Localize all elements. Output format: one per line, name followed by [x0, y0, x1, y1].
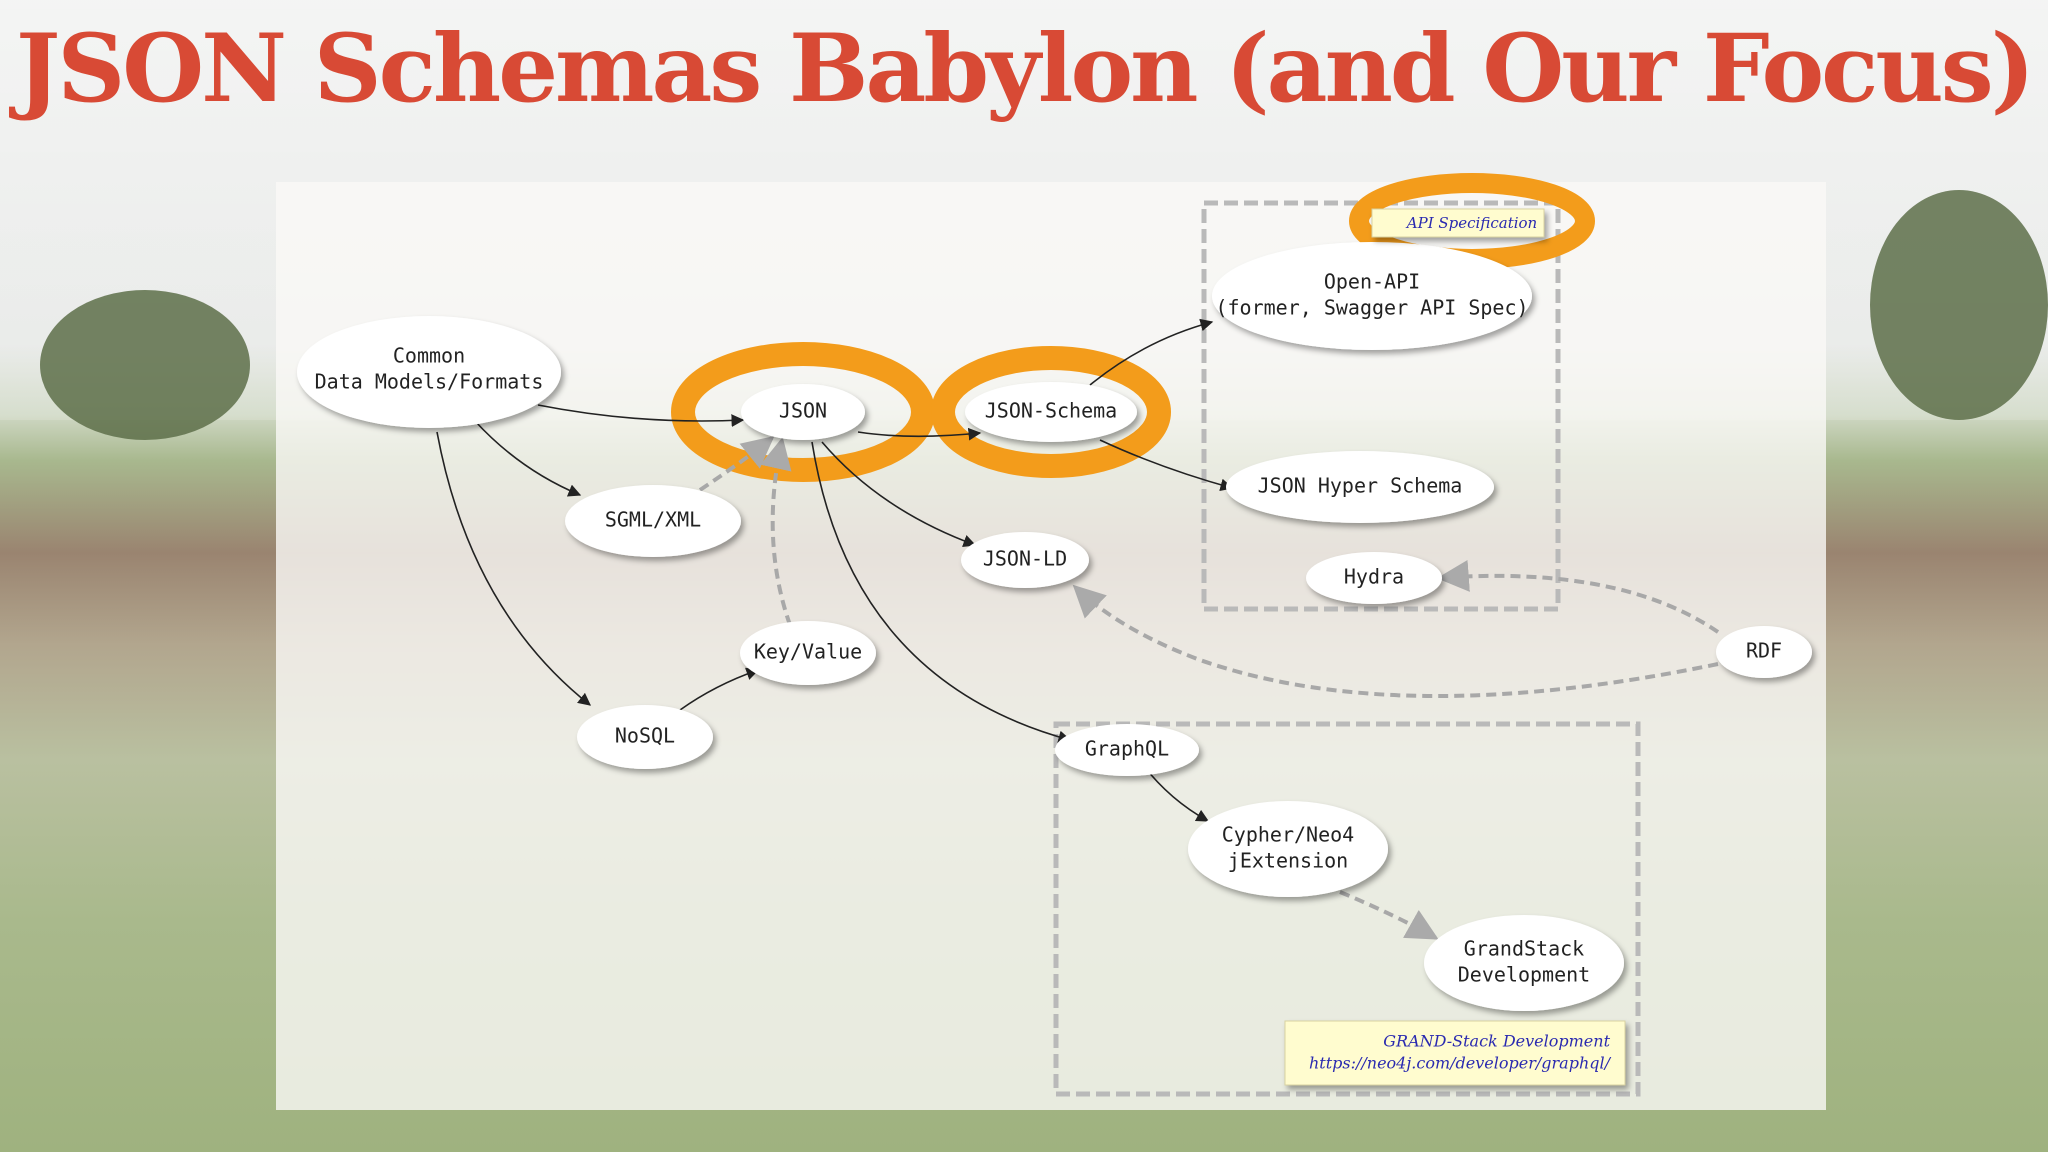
- node-key-value: Key/Value: [740, 621, 876, 685]
- node-json-hyper-schema-label: JSON Hyper Schema: [1258, 474, 1463, 498]
- node-common-label-line1: Common: [393, 344, 465, 368]
- node-rdf: RDF: [1716, 626, 1812, 678]
- node-grandstack-label-line2: Development: [1458, 963, 1590, 987]
- node-sgml-xml-label: SGML/XML: [605, 508, 701, 532]
- background-tree-right: [1870, 190, 2048, 420]
- node-rdf-label: RDF: [1746, 639, 1782, 663]
- node-graphql: GraphQL: [1055, 724, 1199, 776]
- background-tree-left: [40, 290, 250, 440]
- node-common: Common Data Models/Formats: [297, 316, 561, 428]
- edge-rdf-hydra: [1436, 559, 1720, 634]
- edges: [436, 318, 1234, 822]
- api-spec-note-text: API Specification: [1405, 214, 1537, 232]
- node-graphql-label: GraphQL: [1085, 737, 1169, 761]
- json-highlight-ring: [671, 342, 935, 482]
- node-json-ld: JSON-LD: [961, 532, 1089, 588]
- node-cypher-label-line2: jExtension: [1228, 849, 1348, 873]
- node-hydra: Hydra: [1306, 552, 1442, 604]
- edge-jsonschema-hyper: [1099, 439, 1234, 492]
- grand-stack-note-title: GRAND-Stack Development: [1383, 1032, 1610, 1051]
- node-key-value-label: Key/Value: [754, 640, 862, 664]
- node-json-hyper-schema: JSON Hyper Schema: [1226, 451, 1494, 523]
- node-open-api-label-line2: (former, Swagger API Spec): [1215, 296, 1528, 320]
- node-grandstack: GrandStack Development: [1424, 915, 1624, 1011]
- node-json-label: JSON: [779, 399, 827, 423]
- node-common-label-line2: Data Models/Formats: [315, 370, 544, 394]
- node-json-ld-label: JSON-LD: [983, 547, 1067, 571]
- json-schema-highlight-ring: [931, 346, 1171, 478]
- node-open-api-label-line1: Open-API: [1324, 270, 1420, 294]
- edge-common-sgml: [474, 420, 582, 497]
- grand-stack-note-url: https://neo4j.com/developer/graphql/: [1309, 1054, 1612, 1073]
- edge-cypher-grandstack: [1339, 890, 1439, 940]
- edge-nosql-keyvalue: [679, 667, 760, 711]
- grand-stack-note: GRAND-Stack Development https://neo4j.co…: [1284, 1020, 1626, 1086]
- edge-common-json: [537, 404, 745, 427]
- node-json: JSON: [741, 384, 865, 440]
- node-sgml-xml: SGML/XML: [565, 485, 741, 557]
- edge-jsonschema-openapi: [1089, 318, 1214, 386]
- api-spec-note: API Specification: [1371, 208, 1545, 238]
- edge-keyvalue-json: [760, 436, 792, 626]
- edge-rdf-jsonld: [1072, 584, 1719, 698]
- node-nosql: NoSQL: [577, 705, 713, 769]
- graph-group-box: [1053, 721, 1641, 1097]
- node-open-api: Open-API (former, Swagger API Spec): [1212, 242, 1532, 350]
- node-json-schema-label: JSON-Schema: [985, 399, 1117, 423]
- dashed-edges: [698, 435, 1720, 940]
- node-hydra-label: Hydra: [1344, 565, 1404, 589]
- edge-json-jsonschema: [857, 427, 982, 441]
- edge-json-graphql: [811, 441, 1072, 744]
- node-json-schema: JSON-Schema: [965, 382, 1137, 442]
- node-cypher: Cypher/Neo4 jExtension: [1188, 801, 1388, 897]
- slide-title: JSON Schemas Babylon (and Our Focus): [15, 14, 2035, 124]
- edge-common-nosql: [436, 431, 592, 706]
- edge-json-jsonld: [821, 441, 977, 548]
- node-nosql-label: NoSQL: [615, 724, 675, 748]
- node-cypher-label-line1: Cypher/Neo4: [1222, 823, 1354, 847]
- node-grandstack-label-line1: GrandStack: [1464, 937, 1584, 961]
